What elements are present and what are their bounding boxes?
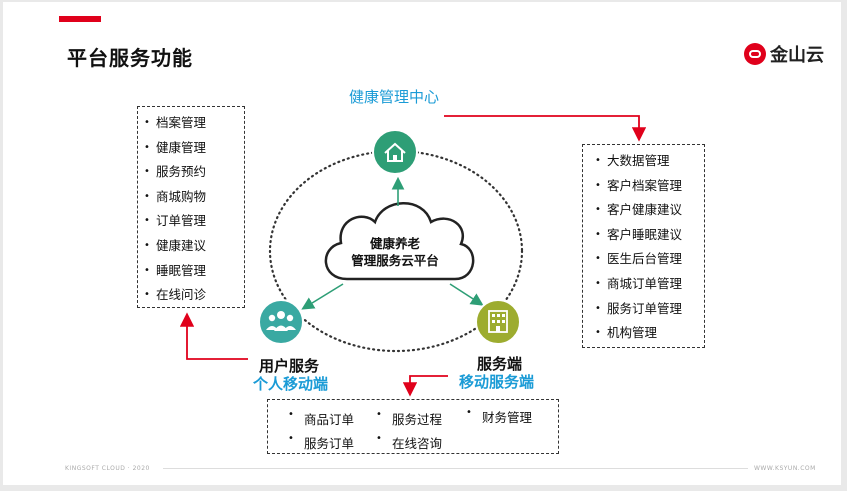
diagram-graphics (179, 115, 647, 397)
cloud-shape (324, 202, 475, 281)
brand-logo: 金山云 (744, 40, 824, 68)
list-item: 睡眠管理 (140, 261, 244, 286)
title-accent-bar (59, 16, 101, 22)
list-item: 服务订单管理 (591, 299, 704, 324)
user-features-box: 档案管理 健康管理 服务预约 商城购物 订单管理 健康建议 睡眠管理 在线问诊 (137, 106, 245, 308)
list-item: 商城购物 (140, 187, 244, 212)
footer-divider (163, 468, 748, 469)
list-item: 客户档案管理 (591, 176, 704, 201)
arrow-to-user (301, 283, 344, 310)
red-arrow-service-bottom (402, 375, 448, 397)
list-item: 健康建议 (140, 236, 244, 261)
list-item: 档案管理 (140, 113, 244, 138)
list-item: 商品订单 (286, 409, 354, 428)
list-item: 在线咨询 (374, 433, 442, 452)
list-item: 财务管理 (464, 407, 532, 426)
platform-orbit (268, 149, 524, 353)
users-icon (258, 299, 304, 345)
list-item: 在线问诊 (140, 285, 244, 310)
list-item: 客户睡眠建议 (591, 225, 704, 250)
health-center-label: 健康管理中心 (349, 88, 440, 106)
house-icon (372, 129, 418, 175)
user-node-label: 用户服务 (259, 357, 320, 375)
service-node-label: 服务端 (477, 355, 523, 373)
red-arrow-center-right (444, 115, 647, 142)
red-arrow-user-left (179, 312, 248, 360)
service-features-box: 商品订单 服务过程 财务管理 服务订单 在线咨询 (267, 399, 559, 454)
footer-left: KINGSOFT CLOUD · 2020 (65, 465, 150, 472)
list-item: 客户健康建议 (591, 200, 704, 225)
list-item: 大数据管理 (591, 151, 704, 176)
list-item: 服务过程 (374, 409, 442, 428)
user-node-sublabel: 个人移动端 (253, 375, 329, 393)
logo-text: 金山云 (770, 45, 824, 66)
list-item: 医生后台管理 (591, 249, 704, 274)
center-features-box: 大数据管理 客户档案管理 客户健康建议 客户睡眠建议 医生后台管理 商城订单管理… (582, 144, 705, 348)
list-item: 服务预约 (140, 162, 244, 187)
cloud-platform-label: 健康养老 管理服务云平台 (325, 235, 465, 269)
list-item: 订单管理 (140, 211, 244, 236)
cloud-line-1: 健康养老 (369, 236, 420, 251)
arrow-to-service (449, 283, 484, 306)
footer-right: WWW.KSYUN.COM (754, 465, 816, 472)
service-node-sublabel: 移动服务端 (459, 373, 535, 391)
list-item: 服务订单 (286, 433, 354, 452)
list-item: 健康管理 (140, 138, 244, 163)
list-item: 机构管理 (591, 323, 704, 348)
list-item: 商城订单管理 (591, 274, 704, 299)
slide: 平台服务功能 金山云 健康管理中心 (3, 2, 841, 485)
page-title: 平台服务功能 (67, 46, 193, 70)
cloud-line-2: 管理服务云平台 (351, 253, 439, 268)
cloud-logo-icon (744, 43, 766, 65)
